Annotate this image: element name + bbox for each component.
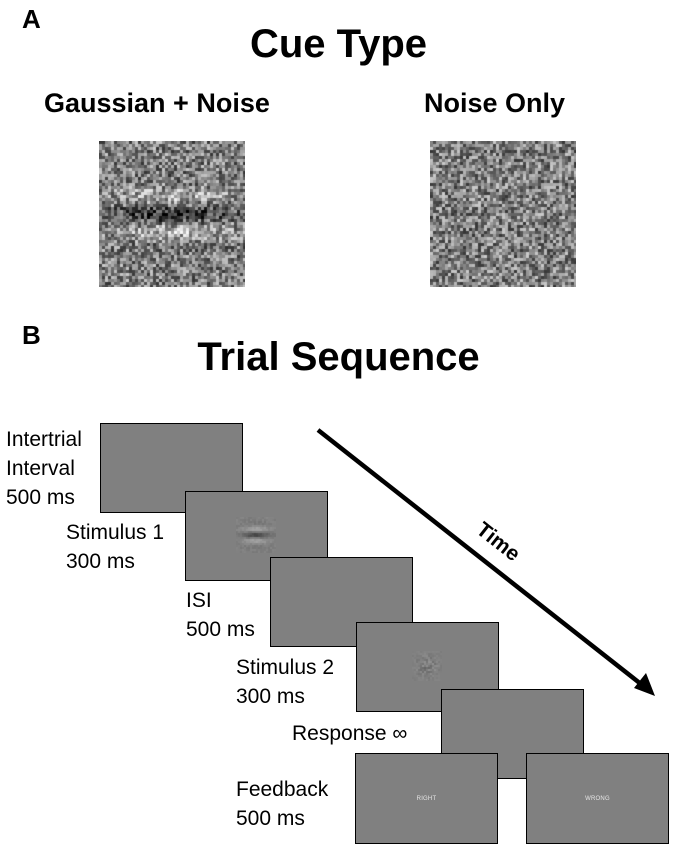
step-label-stimulus1: Stimulus 1 300 ms xyxy=(66,518,164,576)
feedback-wrong-text: WRONG xyxy=(585,795,610,802)
feedback-right-text: RIGHT xyxy=(416,795,437,802)
step-feedback-duration: 500 ms xyxy=(236,807,305,830)
time-arrow-line xyxy=(316,428,648,690)
step-stimulus2-name: Stimulus 2 xyxy=(236,656,335,679)
stimulus1-gabor-patch xyxy=(236,517,276,553)
step-intertrial-duration: 500 ms xyxy=(6,486,75,509)
gaussian-noise-cue-image xyxy=(99,141,245,287)
step-response-name: Response ∞ xyxy=(292,722,408,745)
step-label-isi: ISI 500 ms xyxy=(186,586,255,644)
trial-sequence-title: Trial Sequence xyxy=(197,335,480,379)
time-arrow-head xyxy=(634,673,655,696)
cue-type-title: Cue Type xyxy=(249,22,428,66)
step-label-feedback: Feedback 500 ms xyxy=(236,775,328,833)
step-stimulus1-duration: 300 ms xyxy=(66,550,135,573)
step-intertrial-line2: Interval xyxy=(6,457,75,480)
step-label-stimulus2: Stimulus 2 300 ms xyxy=(236,653,334,711)
feedback-wrong-screen: WRONG xyxy=(526,753,669,844)
feedback-right-screen: RIGHT xyxy=(355,753,498,844)
cue-label-noise: Noise Only xyxy=(424,88,566,118)
step-label-intertrial: Intertrial Interval 500 ms xyxy=(6,425,82,512)
noise-only-cue-image xyxy=(430,141,576,287)
stimulus2-noise-patch xyxy=(412,651,442,681)
panel-b-letter: B xyxy=(22,320,41,350)
step-intertrial-line1: Intertrial xyxy=(6,428,82,451)
step-isi-name: ISI xyxy=(186,589,212,612)
step-feedback-name: Feedback xyxy=(236,778,329,801)
step-stimulus1-name: Stimulus 1 xyxy=(66,521,165,544)
step-stimulus2-duration: 300 ms xyxy=(236,685,305,708)
panel-a-letter: A xyxy=(22,4,41,34)
cue-label-gaussian: Gaussian + Noise xyxy=(44,88,270,118)
step-isi-duration: 500 ms xyxy=(186,618,255,641)
step-label-response: Response ∞ xyxy=(292,719,407,748)
